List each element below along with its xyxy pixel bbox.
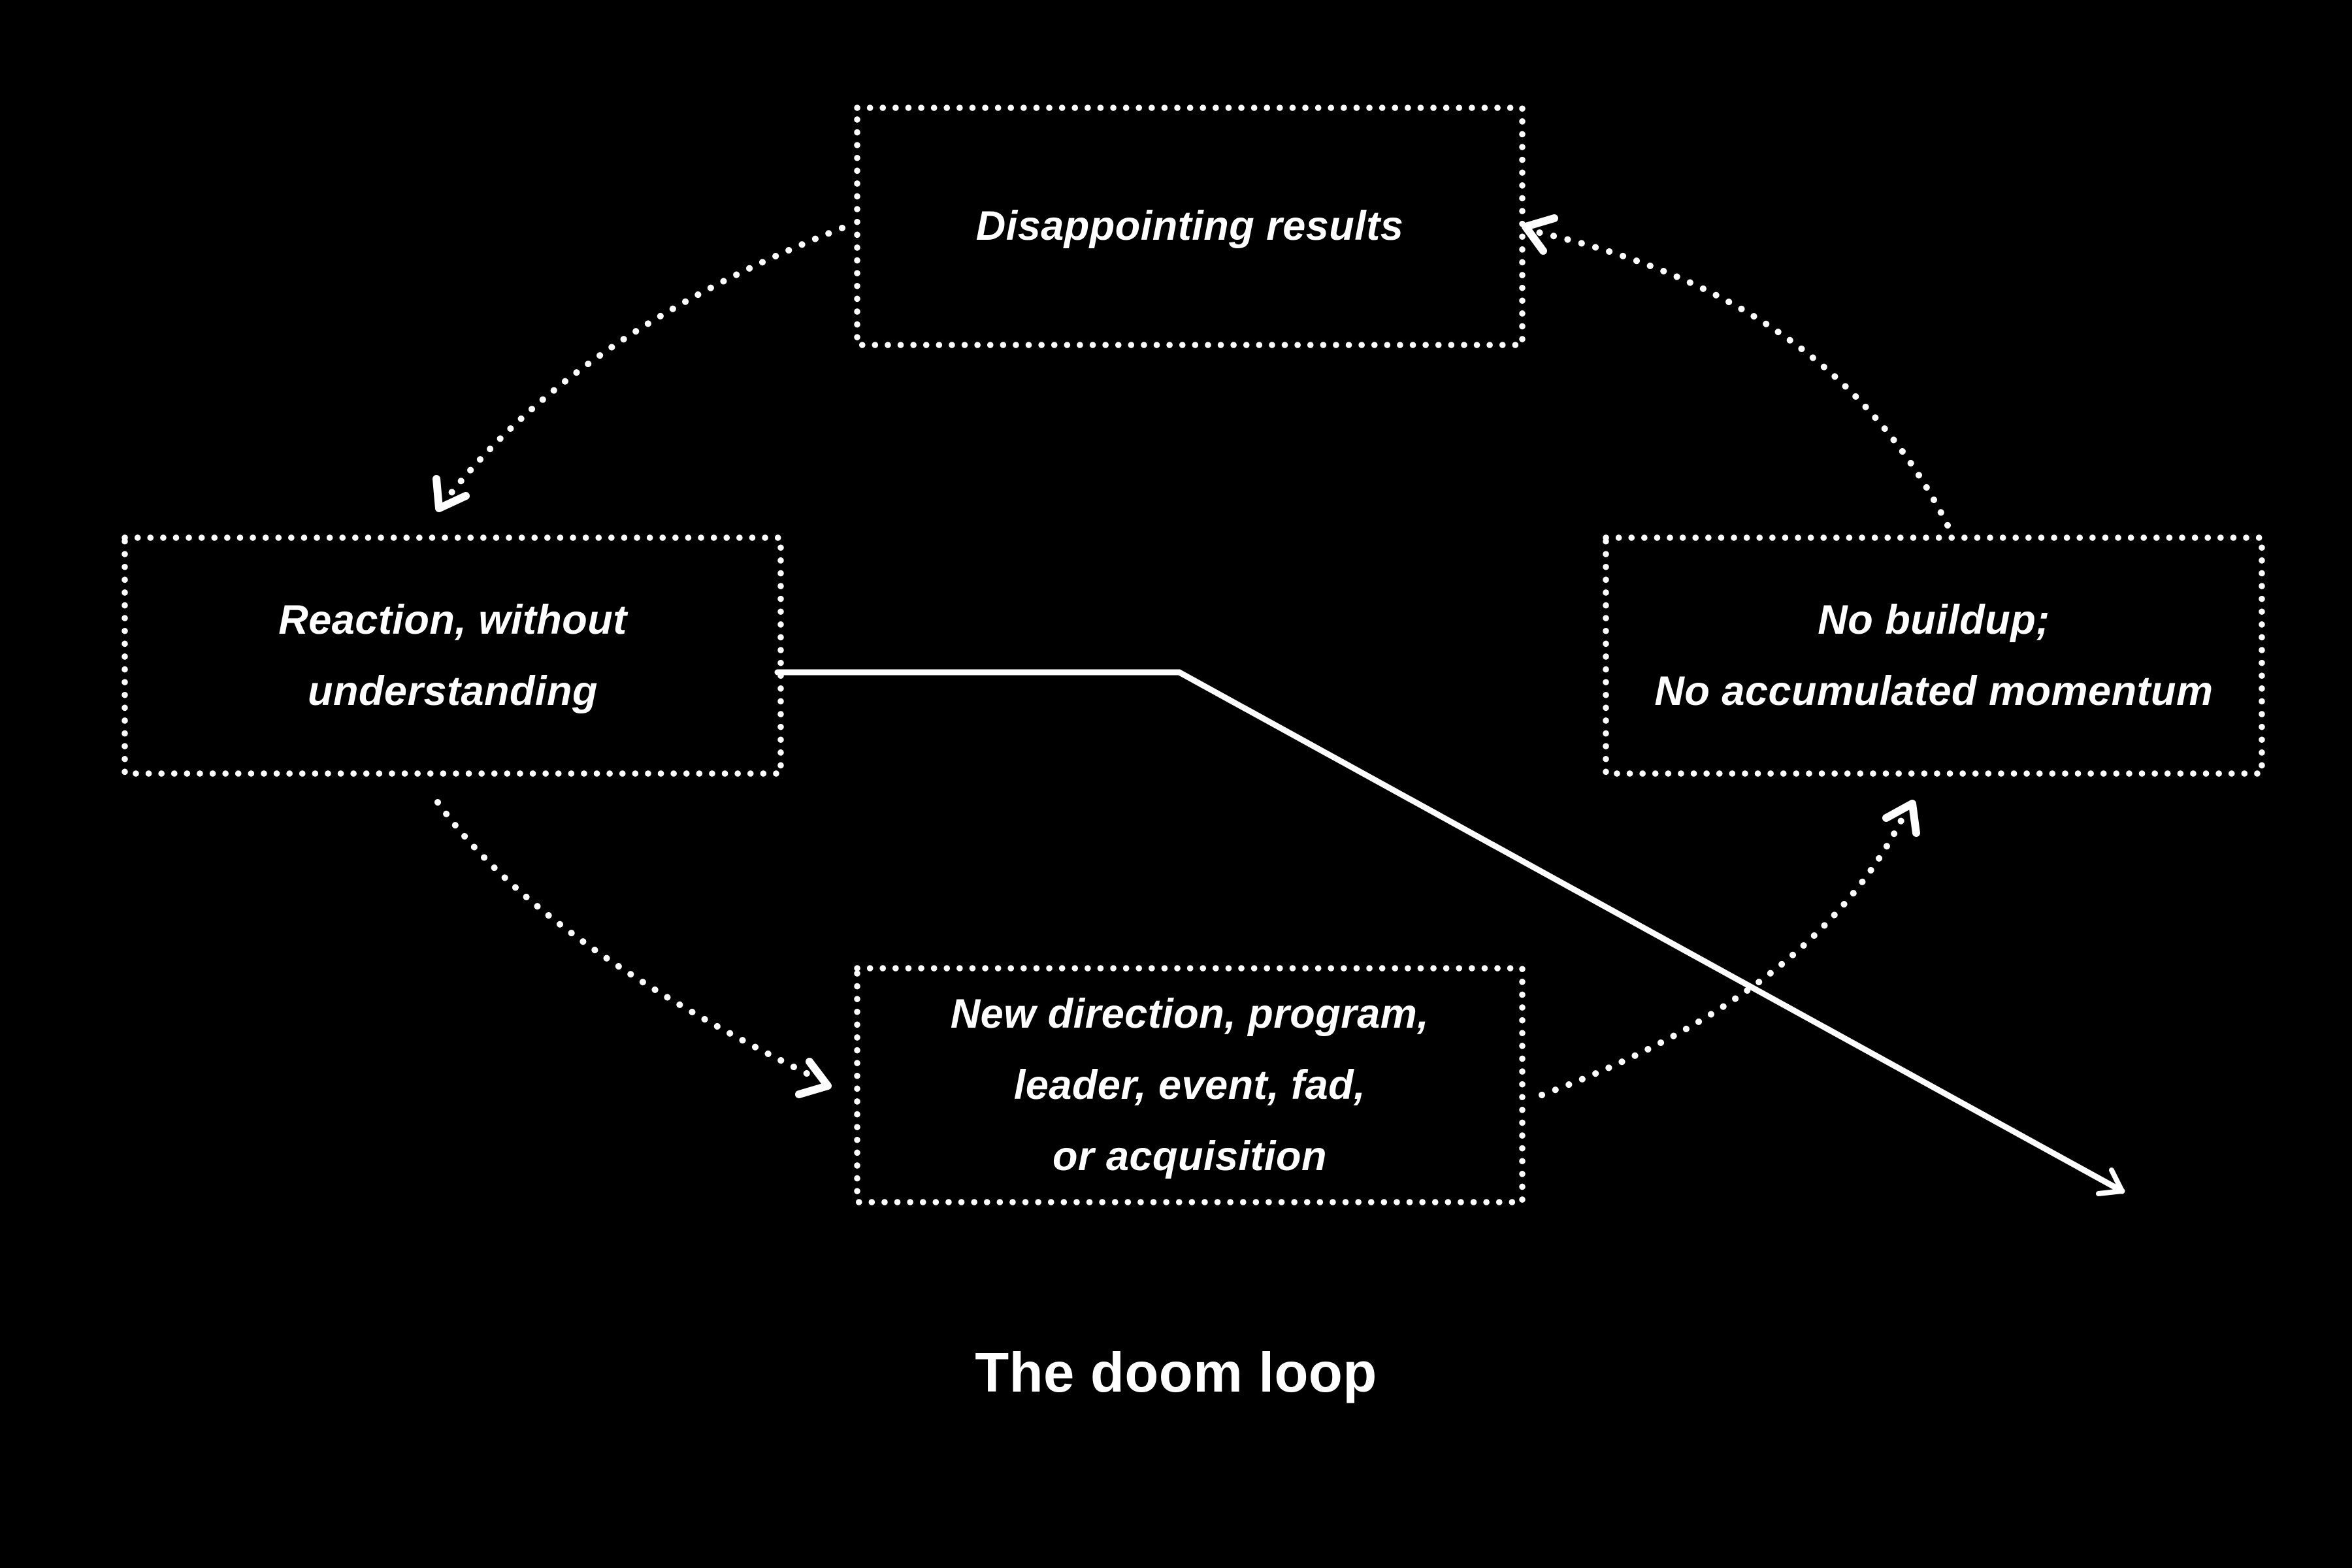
cycle-arc-bottom-to-right	[1539, 808, 1909, 1098]
arrowhead-bottom-to-right	[1882, 800, 1920, 837]
diagram-title: The doom loop	[975, 1342, 1377, 1404]
cycle-arc-right-to-top	[1530, 228, 1951, 529]
trend-line-arrowhead	[2096, 1168, 2125, 1196]
trend-line	[774, 669, 2125, 1194]
node-label-reaction: Reaction, without understanding	[278, 596, 627, 714]
cycle-arc-top-to-left	[441, 225, 845, 505]
arrowhead-right-to-top	[1522, 214, 1558, 255]
arrowhead-top-to-left	[433, 475, 470, 512]
node-label-new-direction: New direction, program, leader, event, f…	[950, 990, 1429, 1179]
node-label-no-buildup: No buildup; No accumulated momentum	[1654, 596, 2213, 714]
cycle-arc-left-to-bottom	[434, 799, 822, 1083]
node-box-new-direction	[854, 965, 1526, 1205]
arrowhead-left-to-bottom	[795, 1058, 832, 1098]
node-label-disappointing-results: Disappointing results	[975, 203, 1404, 249]
node-box-reaction	[122, 534, 784, 777]
node-box-no-buildup	[1603, 534, 2265, 777]
